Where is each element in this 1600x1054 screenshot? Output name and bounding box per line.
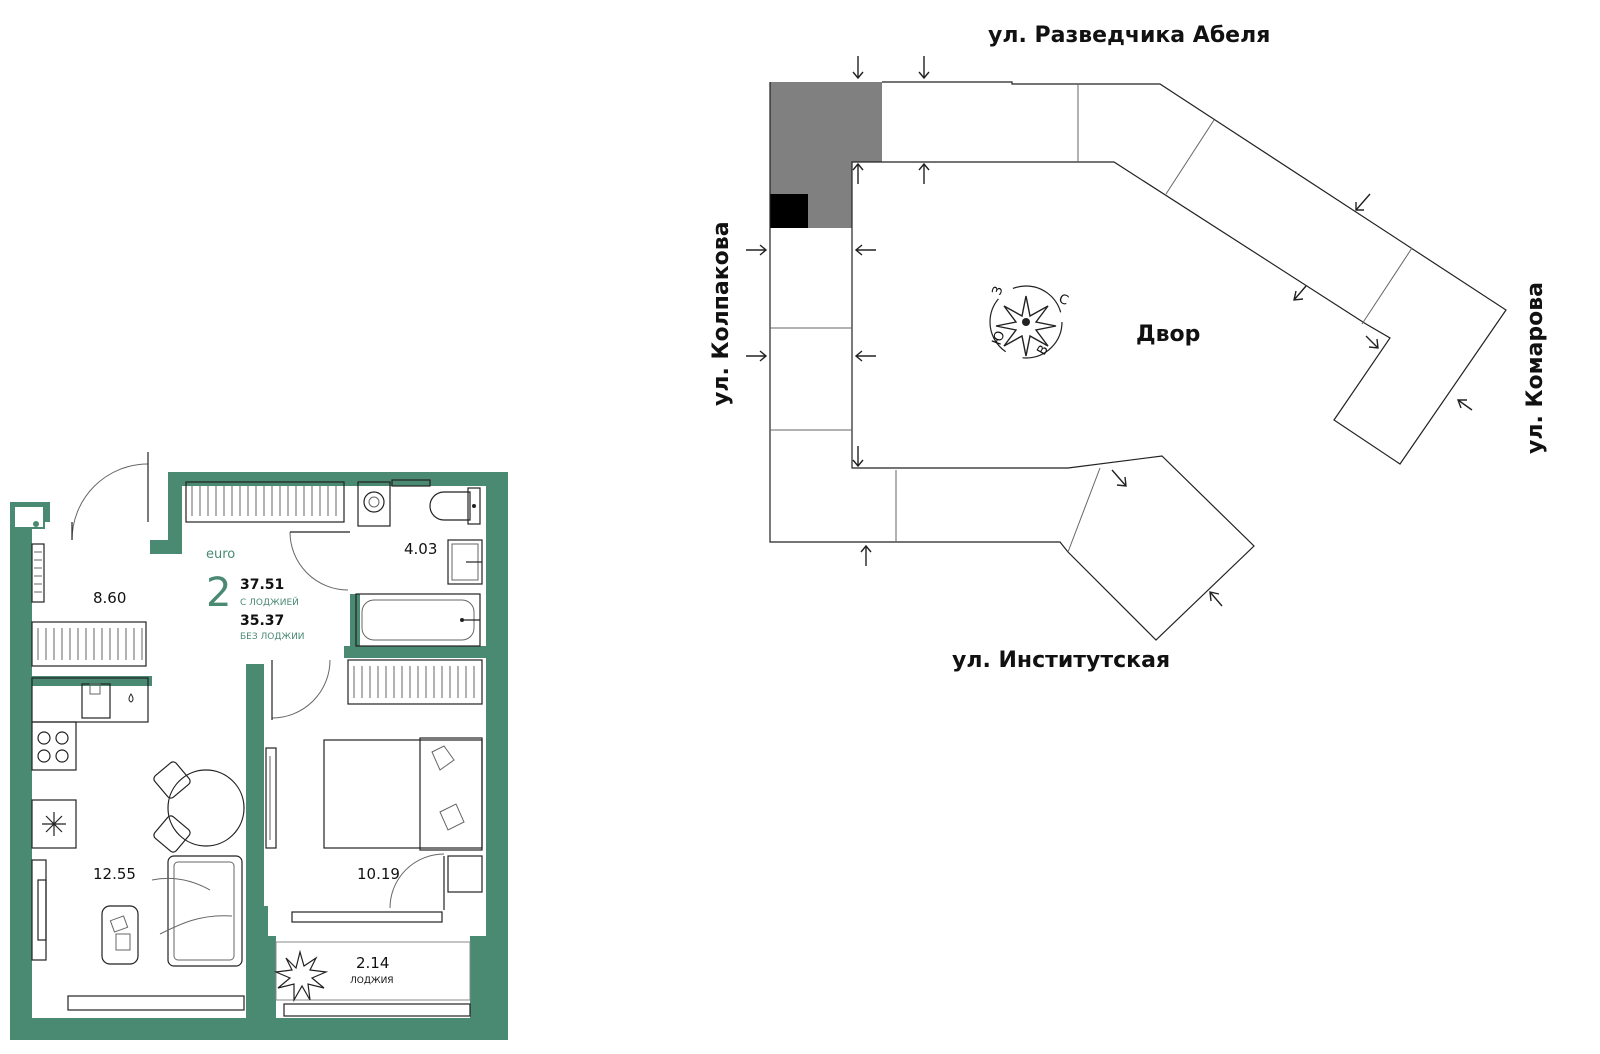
area-without-loggia-label: БЕЗ ЛОДЖИИ bbox=[240, 632, 305, 642]
radiator-top bbox=[185, 481, 345, 523]
bedroom-door-swing bbox=[271, 659, 331, 719]
stove-icon bbox=[31, 721, 77, 771]
kitchen-bedroom-wall bbox=[246, 664, 264, 1020]
bedroom-area: 10.19 bbox=[357, 865, 400, 883]
coffee-table bbox=[101, 905, 139, 965]
dining-table bbox=[153, 761, 245, 853]
entry-door-swing bbox=[71, 463, 149, 541]
hall-kitchen-wall bbox=[32, 676, 152, 686]
toilet-icon bbox=[429, 487, 481, 525]
kitchen-area: 12.55 bbox=[93, 865, 136, 883]
nightstand bbox=[447, 855, 483, 893]
loggia-door-swing bbox=[389, 853, 445, 909]
window-bedroom bbox=[291, 911, 443, 923]
bathroom-area: 4.03 bbox=[404, 540, 437, 558]
street-south: ул. Институтская bbox=[952, 648, 1170, 673]
courtyard-label: Двор bbox=[1136, 322, 1200, 347]
loggia-label: ЛОДЖИЯ bbox=[350, 976, 394, 986]
street-west: ул. Колпакова bbox=[709, 221, 734, 406]
building-outline bbox=[769, 81, 1507, 641]
compass-west: З bbox=[990, 284, 1007, 297]
bathtub-icon bbox=[355, 593, 481, 647]
south-wall bbox=[10, 1018, 508, 1040]
radiator-hall-left bbox=[31, 543, 45, 603]
street-north: ул. Разведчика Абеля bbox=[988, 23, 1270, 48]
bed-icon bbox=[323, 737, 483, 851]
sink-icon bbox=[447, 539, 483, 585]
fridge-icon bbox=[31, 799, 77, 849]
section-highlight bbox=[770, 82, 882, 228]
area-without-loggia: 35.37 bbox=[240, 613, 284, 629]
apartment-plan: euro 2 37.51 С ЛОДЖИЕЙ 35.37 БЕЗ ЛОДЖИИ … bbox=[10, 452, 508, 1040]
shelf bbox=[391, 479, 431, 487]
loggia-left bbox=[264, 936, 276, 1020]
street-east: ул. Комарова bbox=[1523, 282, 1548, 454]
radiator-bedroom bbox=[347, 659, 483, 705]
area-with-loggia: 37.51 bbox=[240, 577, 284, 593]
compass-east: В bbox=[1034, 343, 1051, 358]
shaft bbox=[13, 505, 45, 529]
north-wall-right bbox=[168, 472, 508, 486]
area-with-loggia-label: С ЛОДЖИЕЙ bbox=[240, 596, 299, 608]
west-wall bbox=[10, 522, 32, 1040]
window-kitchen bbox=[67, 995, 245, 1011]
kitchen-counter bbox=[31, 677, 149, 723]
entrance-arrows bbox=[746, 56, 1473, 607]
hall-area: 8.60 bbox=[93, 589, 126, 607]
bath-door-swing bbox=[289, 531, 349, 591]
tv-icon bbox=[31, 859, 47, 961]
entry-jamb bbox=[150, 540, 182, 554]
compass-icon: С Ю В З bbox=[989, 284, 1071, 359]
room-count: 2 bbox=[206, 570, 231, 616]
wardrobe-icon bbox=[265, 747, 277, 849]
loggia-right bbox=[470, 936, 486, 1020]
compass-south: Ю bbox=[990, 329, 1009, 347]
window-loggia bbox=[283, 1003, 471, 1017]
radiator-hall bbox=[31, 621, 147, 667]
plant-icon bbox=[273, 949, 329, 1003]
apartment-type-label: euro bbox=[206, 547, 235, 562]
north-wall-stub bbox=[168, 472, 182, 552]
washing-machine-icon bbox=[357, 481, 391, 527]
bath-wall bbox=[350, 594, 360, 656]
sofa-icon bbox=[151, 855, 243, 967]
loggia-area: 2.14 bbox=[356, 954, 389, 972]
site-plan: С Ю В З Двор ул. Разведчика Абеля ул. Ин… bbox=[709, 23, 1548, 673]
east-wall bbox=[486, 472, 508, 1040]
compass-north: С bbox=[1057, 292, 1071, 309]
bath-bedroom-wall bbox=[344, 646, 486, 658]
